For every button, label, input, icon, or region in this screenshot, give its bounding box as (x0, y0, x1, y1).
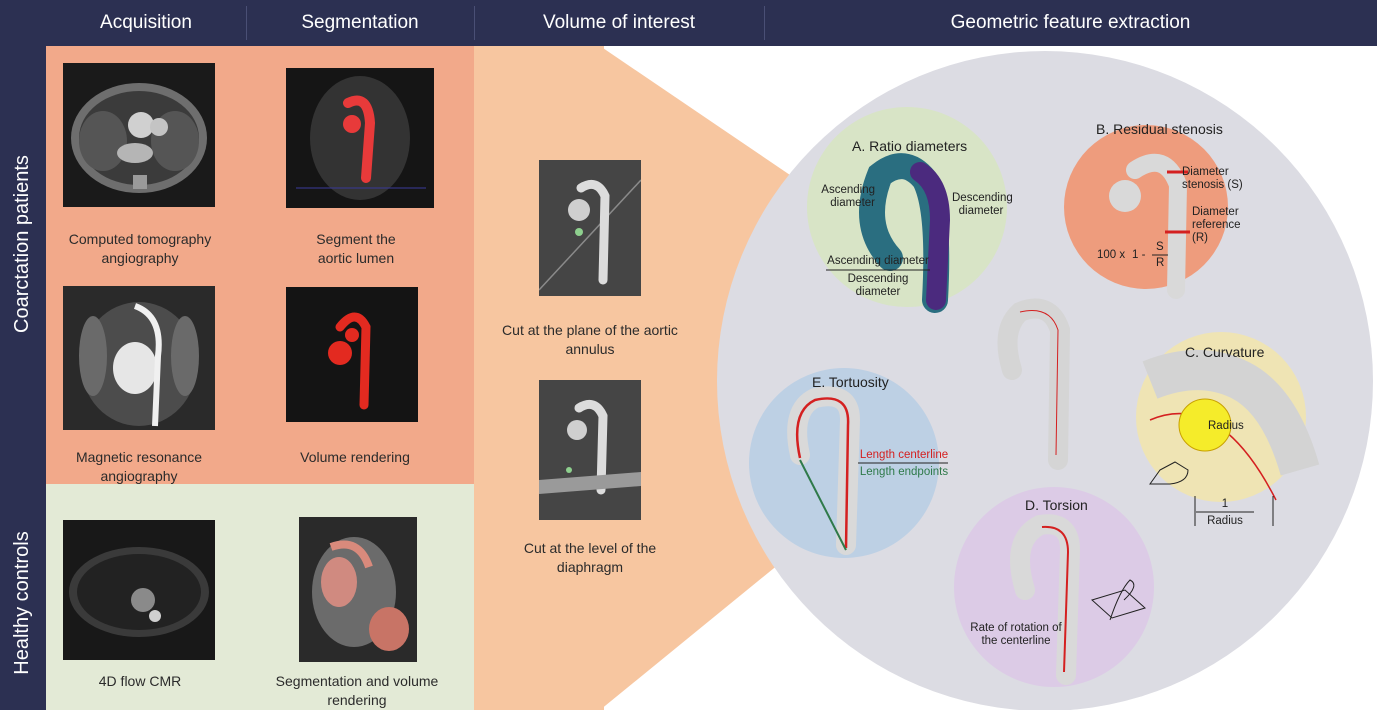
tortuosity-den: Length endpoints (858, 466, 950, 479)
ratio-title: A. Ratio diameters (852, 138, 967, 154)
stenosis-dr-label: Diameter reference (R) (1192, 206, 1256, 245)
stenosis-formula-pre: 100 x (1097, 249, 1125, 262)
stenosis-ds-label: Diameter stenosis (S) (1182, 166, 1264, 192)
ratio-desc-label: Descending diameter (952, 192, 1010, 218)
center-aorta (1008, 309, 1061, 460)
ratio-asc-label: Ascending diameter (813, 184, 875, 210)
stenosis-formula-s: S (1156, 241, 1164, 254)
stenosis-title: B. Residual stenosis (1096, 121, 1223, 137)
stenosis-root (1109, 180, 1141, 212)
torsion-rate-label: Rate of rotation of the centerline (970, 622, 1062, 648)
ratio-frac-num: Ascending diameter (826, 255, 930, 268)
stenosis-formula-one: 1 - (1132, 249, 1145, 262)
tortuosity-num: Length centerline (858, 449, 950, 462)
curvature-title: C. Curvature (1185, 344, 1264, 360)
ratio-frac-den: Descending diameter (826, 273, 930, 299)
curvature-frac-den: Radius (1196, 515, 1254, 528)
curvature-frac-num: 1 (1196, 498, 1254, 511)
tortuosity-title: E. Tortuosity (812, 374, 889, 390)
torsion-title: D. Torsion (1025, 497, 1088, 513)
stenosis-formula-r: R (1156, 257, 1164, 270)
curvature-radius-label: Radius (1208, 420, 1244, 433)
